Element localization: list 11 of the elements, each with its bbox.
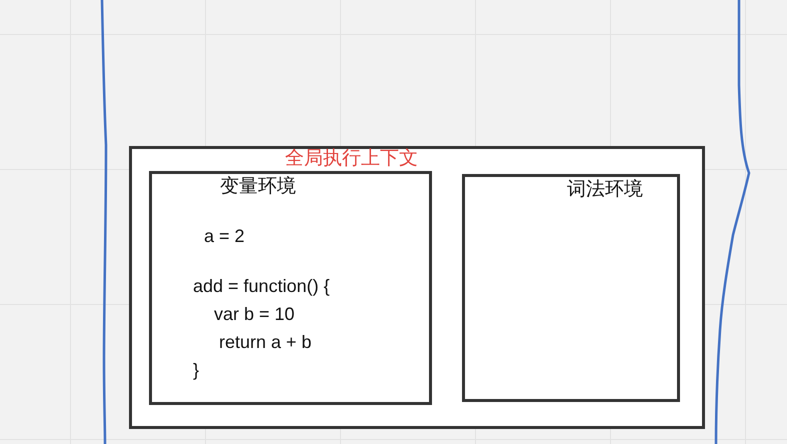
context-title: 全局执行上下文: [285, 148, 418, 170]
section-heading: 变量环境: [220, 176, 296, 198]
code-line: var b = 10: [214, 303, 295, 325]
code-line: a = 2: [204, 225, 245, 247]
code-line: add = function() {: [193, 275, 330, 297]
code-line: return a + b: [219, 331, 312, 353]
code-line: }: [193, 359, 200, 381]
environment-box: [462, 174, 680, 402]
section-heading: 词法环境: [567, 179, 643, 201]
context-box: [129, 146, 705, 429]
environment-box: [149, 171, 432, 405]
